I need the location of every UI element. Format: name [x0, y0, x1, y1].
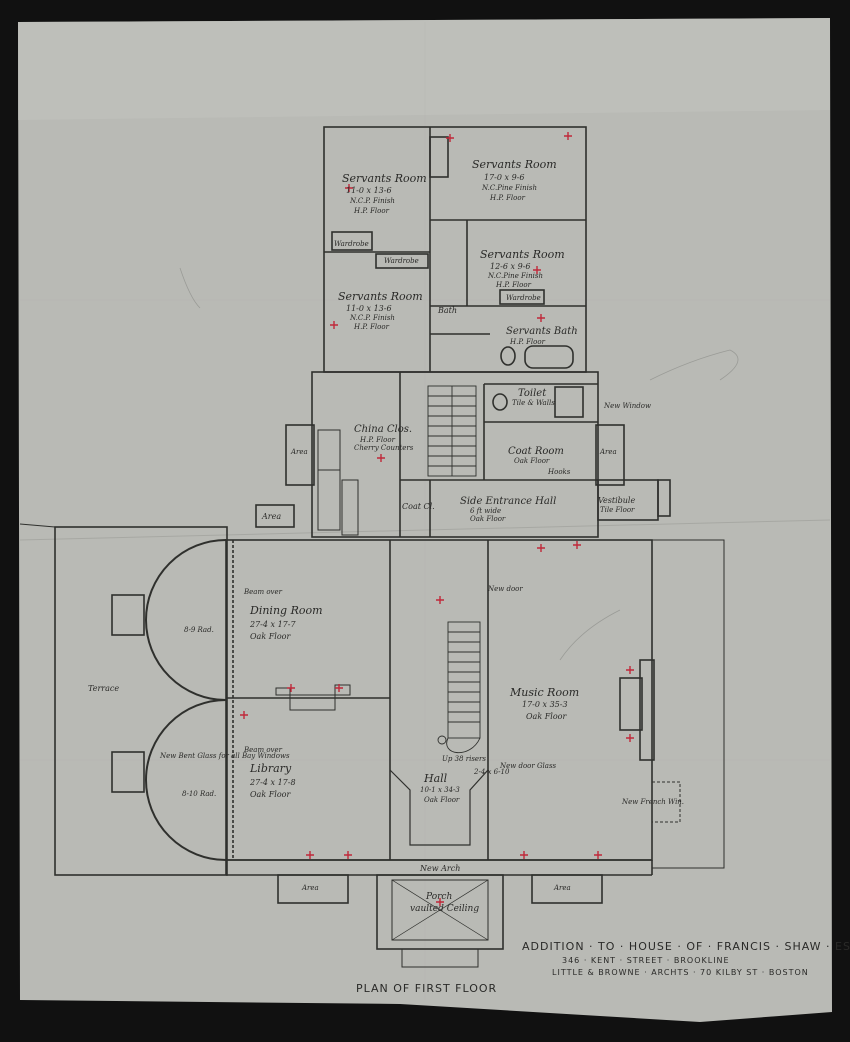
- servants-room-1-floor: H.P. Floor: [354, 207, 389, 215]
- title-line-3: LITTLE & BROWNE · ARCHTS · 70 KILBY ST ·…: [552, 968, 809, 977]
- stairs-note: Up 38 risers: [442, 755, 486, 763]
- china-closet-name: China Clos.: [354, 424, 413, 435]
- dining-room-dims: 27-4 x 17-7: [250, 620, 296, 629]
- porch-name: Porch: [426, 892, 453, 902]
- bay-windows-note: New Bent Glass for all Bay Windows: [160, 752, 290, 760]
- red-light-markers: [240, 132, 634, 906]
- servants-room-3-finish: N.C.Pine Finish: [488, 272, 544, 280]
- hall-dims: 10-1 x 34-3: [420, 786, 460, 794]
- radius-label-1: 8-9 Rad.: [184, 626, 214, 634]
- coat-room-floor: Oak Floor: [514, 457, 550, 465]
- dining-room-floor: Oak Floor: [250, 632, 291, 641]
- area-label-front-left: Area: [302, 884, 319, 892]
- servants-room-2-dims: 17-0 x 9-6: [484, 173, 525, 182]
- vestibule-floor: Tile Floor: [600, 506, 635, 514]
- wardrobe-label-1: Wardrobe: [334, 240, 369, 248]
- library-floor: Oak Floor: [250, 790, 291, 799]
- wardrobe-label-3: Wardrobe: [506, 294, 541, 302]
- new-door-glass-label: New door Glass: [500, 762, 557, 770]
- servants-room-2-floor: H.P. Floor: [490, 194, 525, 202]
- side-entrance-hall-name: Side Entrance Hall: [460, 496, 557, 507]
- area-label-right: Area: [600, 448, 617, 456]
- area-label-front-right: Area: [554, 884, 571, 892]
- terrace-outline: [54, 526, 228, 876]
- servants-bath-name: Servants Bath: [506, 326, 578, 337]
- servants-bath-finish: H.P. Floor: [510, 338, 545, 346]
- music-room-dims: 17-0 x 35-3: [522, 700, 568, 709]
- terrace-label: Terrace: [88, 684, 120, 693]
- side-entrance-hall-floor: Oak Floor: [470, 515, 506, 523]
- toilet-name: Toilet: [518, 388, 547, 399]
- beam-over-label-1: Beam over: [244, 588, 282, 596]
- music-room-name: Music Room: [510, 686, 580, 699]
- area-label-left: Area: [291, 448, 308, 456]
- new-window-label: New Window: [604, 402, 651, 410]
- wardrobe-label-2: Wardrobe: [384, 257, 419, 265]
- plan-title: PLAN OF FIRST FLOOR: [356, 982, 498, 995]
- hall-name: Hall: [424, 772, 448, 785]
- radius-label-2: 8-10 Rad.: [182, 790, 217, 798]
- servants-bath-tub: [524, 345, 574, 369]
- china-closet-floor: H.P. Floor: [360, 436, 395, 444]
- area-label-top: Area: [262, 512, 282, 521]
- library-dims: 27-4 x 17-8: [250, 778, 296, 787]
- new-door-label: New door: [488, 585, 523, 593]
- servants-room-4-floor: H.P. Floor: [354, 323, 389, 331]
- title-line-2: 346 · KENT · STREET · BROOKLINE: [562, 956, 730, 965]
- beam-over-label-2: Beam over: [244, 746, 282, 754]
- dining-room-name: Dining Room: [250, 604, 323, 617]
- servants-room-3-floor: H.P. Floor: [496, 281, 531, 289]
- hooks-label: Hooks: [548, 468, 571, 476]
- servants-room-1-name: Servants Room: [342, 172, 427, 185]
- coat-room-name: Coat Room: [508, 446, 564, 457]
- door-label: 2-4 x 6-10: [474, 768, 510, 776]
- new-arch-label: New Arch: [420, 864, 461, 873]
- servants-room-2-name: Servants Room: [472, 158, 557, 171]
- servants-room-3-name: Servants Room: [480, 248, 565, 261]
- china-closet-counter: Cherry Counters: [354, 444, 414, 452]
- servants-room-1-finish: N.C.P. Finish: [350, 197, 395, 205]
- servants-room-2-finish: N.C.Pine Finish: [482, 184, 538, 192]
- bath-label: Bath: [438, 306, 458, 315]
- coat-closet-label: Coat Cl.: [402, 502, 435, 511]
- title-line-1: ADDITION · TO · HOUSE · OF · FRANCIS · S…: [522, 940, 850, 953]
- servants-room-3-dims: 12-6 x 9-6: [490, 262, 531, 271]
- toilet-finish: Tile & Walls: [512, 399, 555, 407]
- servants-room-1-dims: 11-0 x 13-6: [346, 186, 392, 195]
- library-name: Library: [250, 762, 292, 775]
- servants-room-4-dims: 11-0 x 13-6: [346, 304, 392, 313]
- porch-note: vaulted Ceiling: [410, 904, 480, 914]
- new-french-win-label: New French Win.: [622, 798, 685, 806]
- main-staircase: [447, 621, 481, 739]
- hall-floor: Oak Floor: [424, 796, 460, 804]
- servants-room-4-name: Servants Room: [338, 290, 423, 303]
- vestibule-name: Vestibule: [598, 496, 636, 505]
- servants-room-4-finish: N.C.P. Finish: [350, 314, 395, 322]
- side-entrance-hall-dims: 6 ft wide: [470, 507, 502, 515]
- music-room-floor: Oak Floor: [526, 712, 567, 721]
